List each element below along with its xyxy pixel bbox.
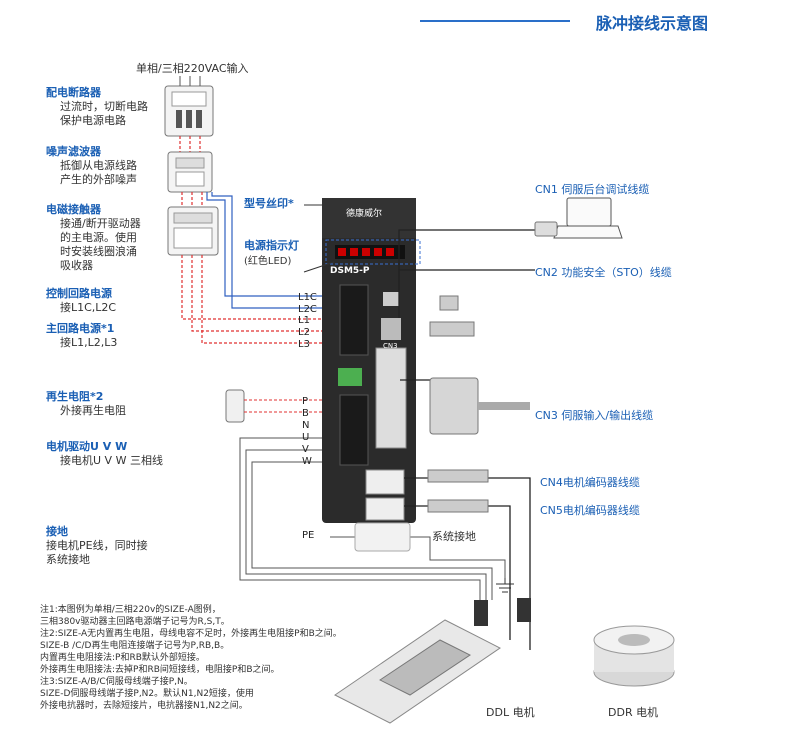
servo-drive bbox=[322, 198, 416, 552]
note-line: 外接电抗器时，去除短接片，电抗器接N1,N2之间。 bbox=[40, 701, 248, 711]
ddl-motor bbox=[334, 598, 531, 724]
note-line: SIZE-D伺服母线端子接P,N2。默认N1,N2短接，使用 bbox=[40, 689, 254, 699]
terminal-l1: L1 bbox=[298, 315, 310, 326]
label-control-power: 控制回路电源 接L1C,L2C bbox=[46, 287, 117, 314]
terminal-n: N bbox=[302, 420, 310, 431]
power-led-label: 电源指示灯 bbox=[244, 239, 299, 252]
power-input-label: 单相/三相220VAC输入 bbox=[136, 62, 249, 75]
ground-symbol bbox=[496, 578, 514, 593]
magnetic-contactor bbox=[167, 206, 219, 256]
terminal-w: W bbox=[302, 456, 312, 467]
ddr-motor-label: DDR 电机 bbox=[608, 706, 659, 719]
page-title: 脉冲接线示意图 bbox=[595, 14, 708, 33]
note-line: 内置再生电阻接法:P和RB默认外部短接。 bbox=[40, 653, 205, 663]
cn3-cable-label: CN3 伺服输入/输出线缆 bbox=[535, 409, 654, 422]
label-motor-drive: 电机驱动U V W 接电机U V W 三相线 bbox=[46, 440, 163, 467]
system-ground-label: 系统接地 bbox=[432, 530, 476, 543]
terminal-l2: L2 bbox=[298, 327, 310, 338]
terminal-v: V bbox=[302, 444, 309, 455]
label-filter: 噪声滤波器 抵御从电源线路 产生的外部噪声 bbox=[46, 145, 137, 186]
cn1-cable-label: CN1 伺服后台调试线缆 bbox=[535, 183, 650, 196]
label-regen-resistor: 再生电阻*2 外接再生电阻 bbox=[46, 390, 126, 417]
terminal-p: P bbox=[302, 396, 309, 407]
ddl-motor-label: DDL 电机 bbox=[486, 706, 535, 719]
label-breaker: 配电断路器 过流时，切断电路 保护电源电路 bbox=[46, 86, 148, 127]
label-contactor: 电磁接触器 接通/断开驱动器 的主电源。使用 时安装线圈浪涌 吸收器 bbox=[46, 203, 141, 272]
label-main-power: 主回路电源*1 接L1,L2,L3 bbox=[46, 322, 118, 349]
cn3-connector bbox=[429, 377, 530, 435]
terminal-l1c: L1C bbox=[298, 292, 317, 303]
label-ground: 接地 接电机PE线，同时接 系统接地 bbox=[46, 525, 148, 566]
power-led-sublabel: (红色LED) bbox=[244, 256, 292, 267]
noise-filter bbox=[167, 151, 213, 193]
circuit-breaker bbox=[164, 85, 214, 137]
ddr-motor bbox=[593, 625, 675, 687]
notes-block: 注1:本图例为单相/三相220v的SIZE-A图例， 三相380v驱动器主回路电… bbox=[40, 604, 342, 712]
cn4-cable-label: CN4电机编码器线缆 bbox=[540, 476, 640, 489]
note-line: SIZE-B /C/D再生电阻连接端子记号为P,RB,B。 bbox=[40, 641, 230, 651]
laptop-icon bbox=[553, 197, 623, 239]
terminal-b: B bbox=[302, 408, 309, 419]
title-rule bbox=[420, 20, 570, 22]
terminal-l3: L3 bbox=[298, 339, 310, 350]
cn2-cable-label: CN2 功能安全（STO）线缆 bbox=[535, 266, 672, 279]
model-label: 型号丝印* bbox=[244, 197, 294, 210]
cn3-port-label: CN3 bbox=[383, 342, 398, 350]
note-line: 三相380v驱动器主回路电源端子记号为R,S,T。 bbox=[40, 617, 230, 627]
cn5-cable-label: CN5电机编码器线缆 bbox=[540, 504, 640, 517]
terminal-u: U bbox=[302, 432, 310, 443]
note-line: 注3:SIZE-A/B/C伺服母线端子接P,N。 bbox=[40, 677, 193, 687]
drive-model: DSM5-P bbox=[330, 266, 370, 276]
note-line: 外接再生电阻接法:去掉P和RB间短接线，电阻接P和B之间。 bbox=[40, 665, 280, 675]
power-wires bbox=[179, 136, 330, 344]
control-wires bbox=[206, 192, 330, 309]
terminal-pe: PE bbox=[302, 530, 315, 541]
drive-brand: 德康威尔 bbox=[346, 209, 383, 219]
note-line: 注2:SIZE-A无内置再生电阻，母线电容不足时，外接再生电阻接P和B之间。 bbox=[40, 629, 342, 639]
note-line: 注1:本图例为单相/三相220v的SIZE-A图例， bbox=[40, 605, 221, 615]
terminal-l2c: L2C bbox=[298, 304, 317, 315]
regen-resistor bbox=[225, 389, 330, 423]
